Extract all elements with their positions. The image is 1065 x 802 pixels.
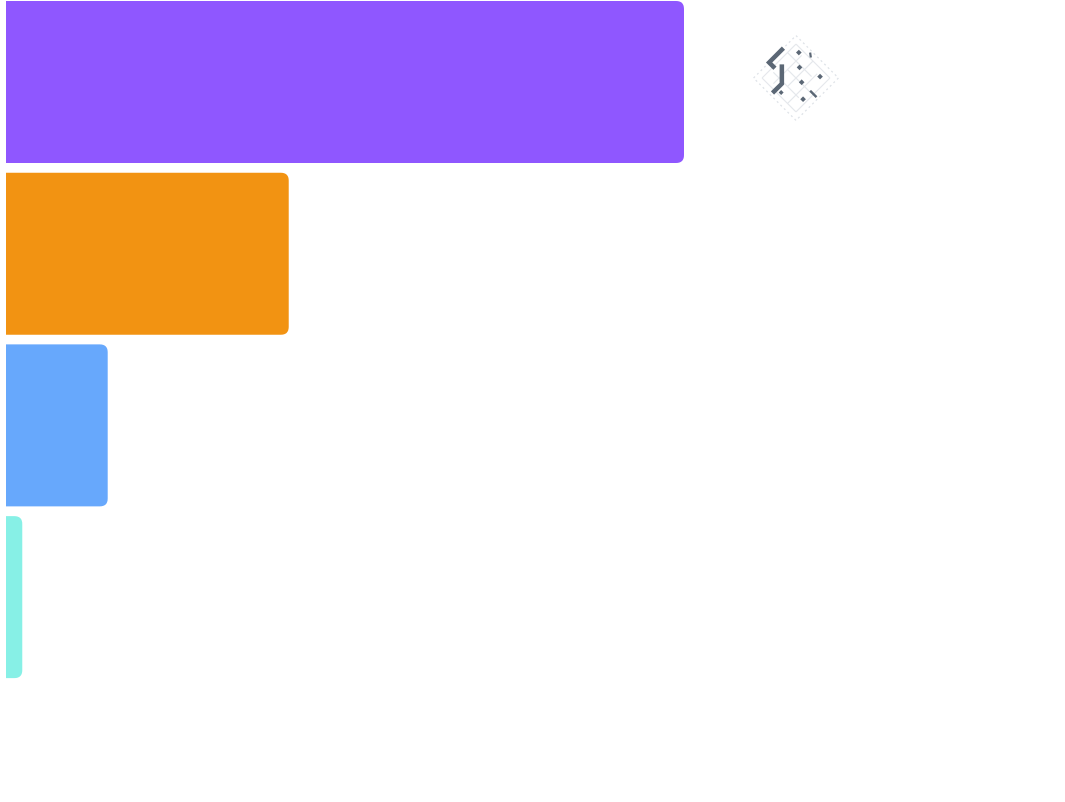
bar-1 xyxy=(6,1,684,163)
bar-3 xyxy=(6,344,108,507)
bars-group xyxy=(6,1,684,679)
maze-diamond-logo-icon xyxy=(752,34,840,122)
bar-4 xyxy=(6,516,23,679)
bar-2 xyxy=(6,172,289,335)
